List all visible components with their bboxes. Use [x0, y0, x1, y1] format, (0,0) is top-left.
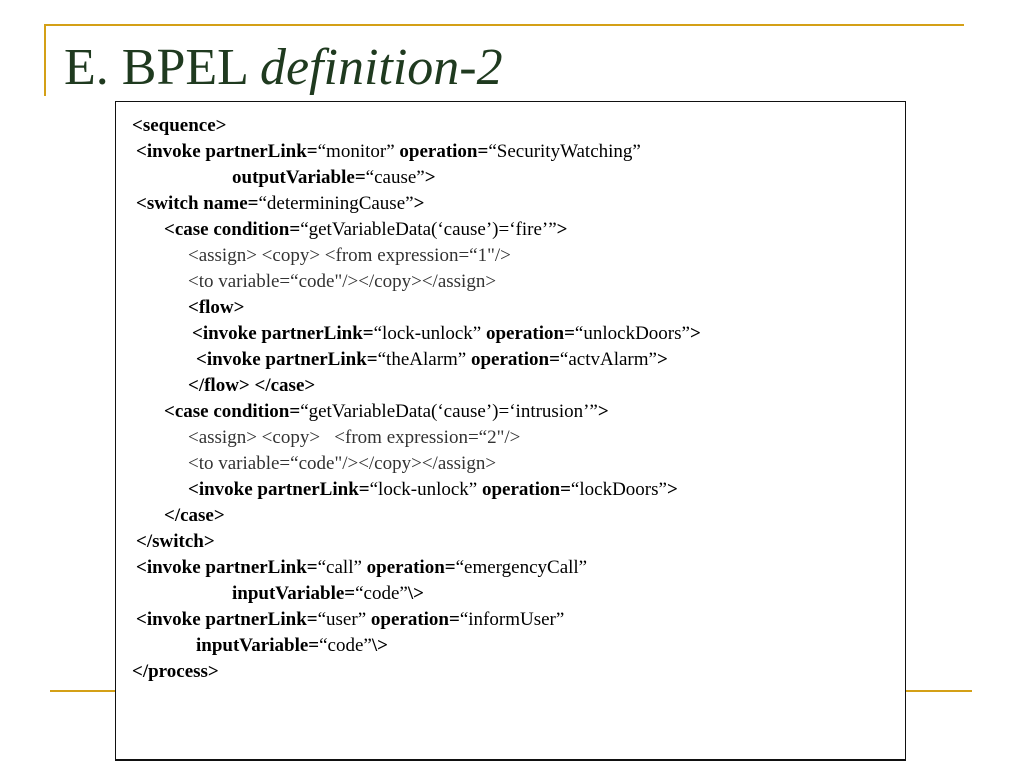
code-line: <to variable=“code"/></copy></assign> — [116, 269, 905, 295]
code-line: </flow> </case> — [116, 373, 905, 399]
code-line: <invoke partnerLink=“call” operation=“em… — [116, 555, 905, 581]
code-token: operation= — [399, 141, 489, 162]
code-token: “monitor” — [317, 141, 400, 162]
code-token: “emergencyCall” — [455, 557, 588, 578]
code-token: <case condition= — [164, 219, 301, 240]
bottom-right-accent-rule — [906, 690, 972, 692]
code-line: <invoke partnerLink=“lock-unlock” operat… — [116, 321, 905, 347]
code-token: operation= — [470, 349, 560, 370]
code-token: “getVariableData(‘cause’)=‘intrusion’” — [300, 401, 598, 422]
code-token: “call” — [317, 557, 367, 578]
code-token: “informUser” — [459, 609, 565, 630]
code-token: “lock-unlock” — [373, 323, 486, 344]
code-token: “actvAlarm” — [559, 349, 657, 370]
code-line: <invoke partnerLink=“lock-unlock” operat… — [116, 477, 905, 503]
code-token: “getVariableData(‘cause’)=‘fire’” — [300, 219, 557, 240]
code-line: <to variable=“code"/></copy></assign> — [116, 451, 905, 477]
code-token: > — [556, 219, 568, 240]
code-line: <assign> <copy> <from expression=“1"/> — [116, 243, 905, 269]
code-token: “unlockDoors” — [574, 323, 690, 344]
bpel-code-lines: <sequence> <invoke partnerLink=“monitor” … — [116, 113, 905, 685]
bpel-code-box: <sequence> <invoke partnerLink=“monitor” … — [115, 101, 906, 761]
code-token: <sequence> — [132, 115, 227, 136]
top-accent-rule — [44, 24, 964, 26]
code-token: > — [666, 479, 678, 500]
code-token: operation= — [370, 609, 460, 630]
code-token: “determiningCause” — [258, 193, 414, 214]
code-token: > — [656, 349, 668, 370]
code-token: operation= — [366, 557, 456, 578]
code-token: “code” — [319, 635, 372, 656]
code-token: “theAlarm” — [377, 349, 471, 370]
code-token: inputVariable= — [232, 583, 356, 604]
code-token: <to variable=“code"/></copy></assign> — [188, 453, 497, 474]
bottom-left-accent-rule — [50, 690, 116, 692]
code-token: </flow> </case> — [188, 375, 316, 396]
code-token: <to variable=“code"/></copy></assign> — [188, 271, 497, 292]
code-token: <invoke partnerLink= — [136, 557, 318, 578]
code-token: <flow> — [188, 297, 245, 318]
code-line: <invoke partnerLink=“user” operation=“in… — [116, 607, 905, 633]
code-token: </process> — [132, 661, 219, 682]
slide-title: E. BPEL definition-2 — [64, 36, 503, 100]
code-line: <sequence> — [116, 113, 905, 139]
code-token: > — [597, 401, 609, 422]
code-token: <invoke partnerLink= — [188, 479, 370, 500]
code-line: </case> — [116, 503, 905, 529]
code-token: > — [424, 167, 436, 188]
code-line: inputVariable=“code”\> — [116, 633, 905, 659]
code-line: <case condition=“getVariableData(‘cause’… — [116, 217, 905, 243]
code-token: “lockDoors” — [570, 479, 667, 500]
code-token: “cause” — [365, 167, 425, 188]
code-line: <flow> — [116, 295, 905, 321]
code-token: <assign> <copy> <from expression=“2"/> — [188, 427, 521, 448]
slide-title-plain: E. BPEL — [64, 39, 260, 96]
code-token: <invoke partnerLink= — [136, 609, 318, 630]
code-line: <switch name=“determiningCause”> — [116, 191, 905, 217]
code-token: <invoke partnerLink= — [196, 349, 378, 370]
code-line: </switch> — [116, 529, 905, 555]
code-token: “SecurityWatching” — [488, 141, 641, 162]
code-token: > — [413, 193, 425, 214]
code-token: “user” — [317, 609, 371, 630]
code-line: <case condition=“getVariableData(‘cause’… — [116, 399, 905, 425]
code-token: </switch> — [136, 531, 215, 552]
code-token: operation= — [485, 323, 575, 344]
code-token: <case condition= — [164, 401, 301, 422]
code-line: outputVariable=“cause”> — [116, 165, 905, 191]
code-token: <invoke partnerLink= — [192, 323, 374, 344]
code-line: <invoke partnerLink=“theAlarm” operation… — [116, 347, 905, 373]
code-token: <assign> <copy> <from expression=“1"/> — [188, 245, 511, 266]
code-token: </case> — [164, 505, 225, 526]
code-token: inputVariable= — [196, 635, 320, 656]
code-line: </process> — [116, 659, 905, 685]
code-line: <invoke partnerLink=“monitor” operation=… — [116, 139, 905, 165]
code-token: “lock-unlock” — [369, 479, 482, 500]
code-line: inputVariable=“code”\> — [116, 581, 905, 607]
code-token: <switch name= — [136, 193, 259, 214]
code-token: \> — [407, 583, 424, 604]
code-line: <assign> <copy> <from expression=“2"/> — [116, 425, 905, 451]
code-token: “code” — [355, 583, 408, 604]
code-token: operation= — [481, 479, 571, 500]
code-token: <invoke partnerLink= — [136, 141, 318, 162]
code-token: outputVariable= — [232, 167, 366, 188]
code-token: \> — [371, 635, 388, 656]
left-accent-rule — [44, 24, 46, 96]
code-token: > — [689, 323, 701, 344]
slide-title-italic: definition-2 — [259, 39, 503, 96]
